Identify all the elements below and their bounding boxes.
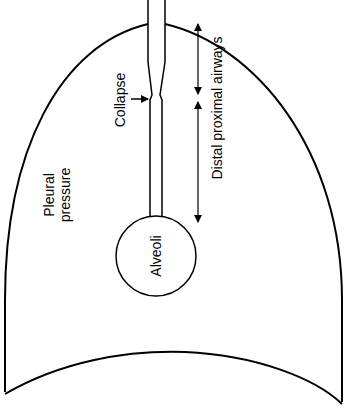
dimension-arrow xyxy=(197,24,198,94)
airway-wall xyxy=(148,0,152,218)
node-label: Alveoli xyxy=(148,235,164,276)
airway-wall xyxy=(160,0,165,218)
annotation-label: Pleural pressure xyxy=(41,163,73,227)
lung-outline xyxy=(5,24,148,392)
collapse-arrow xyxy=(131,98,148,100)
alveoli-circle: Alveoli xyxy=(114,214,198,298)
annotation-label: Distal proximal airways xyxy=(208,36,224,179)
lung-outline xyxy=(165,24,342,402)
annotation-label: Collapse xyxy=(112,73,128,127)
diaphragm xyxy=(5,352,342,404)
dimension-arrow xyxy=(197,102,198,222)
